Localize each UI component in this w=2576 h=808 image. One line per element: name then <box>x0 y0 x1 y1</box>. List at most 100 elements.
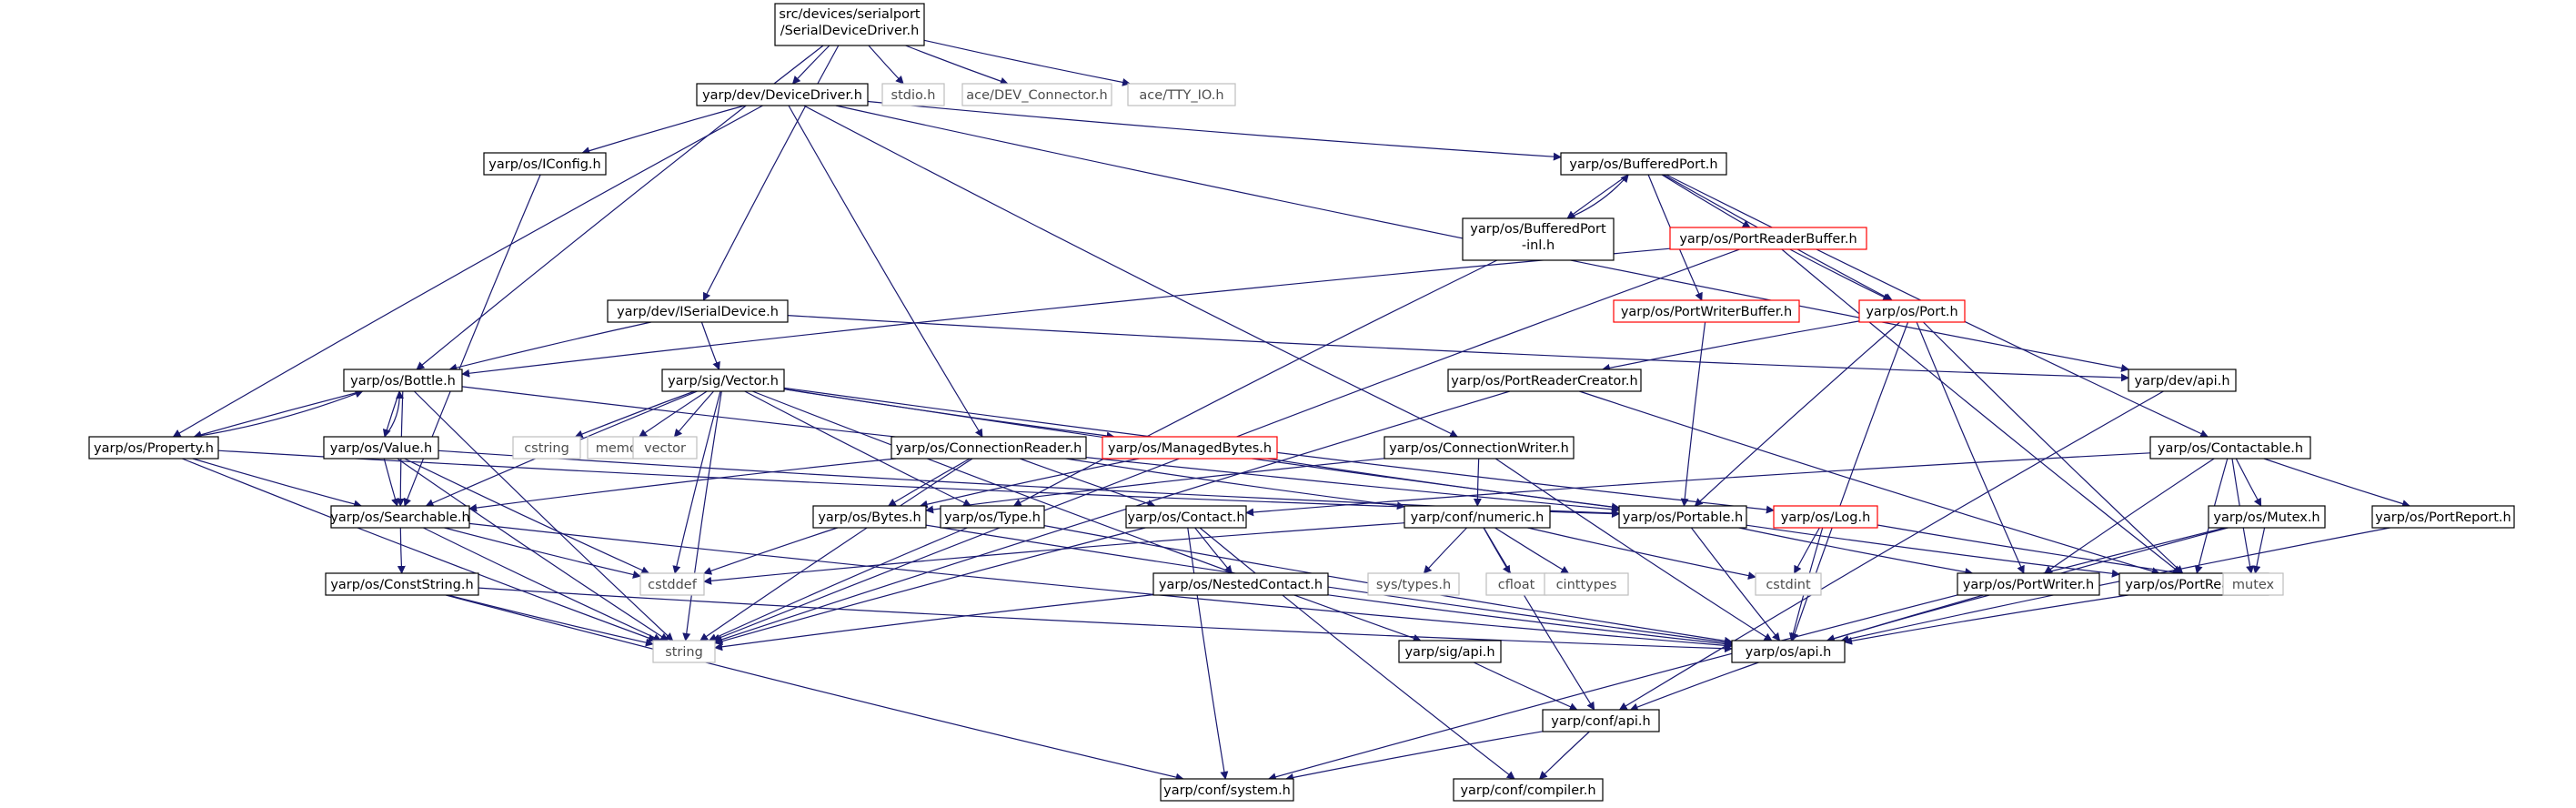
node-port[interactable]: yarp/os/Port.h <box>1858 299 1966 323</box>
edge-searchable-to-cstddef <box>444 527 641 579</box>
node-bufferedport-inl[interactable]: yarp/os/BufferedPort-inl.h <box>1462 217 1615 261</box>
node-nestedcontact[interactable]: yarp/os/NestedContact.h <box>1152 572 1329 596</box>
edge-value-to-bottle <box>384 390 404 438</box>
edge-contact-to-compiler <box>1199 527 1515 780</box>
node-devicedriver[interactable]: yarp/dev/DeviceDriver.h <box>696 83 869 106</box>
node-type[interactable]: yarp/os/Type.h <box>940 505 1045 529</box>
edge-portable-to-portreader <box>1746 524 2120 578</box>
edge-log-to-cstdint <box>1794 527 1820 574</box>
node-box <box>961 83 1112 106</box>
node-connectionwriter[interactable]: yarp/os/ConnectionWriter.h <box>1384 436 1575 460</box>
node-bufferedport[interactable]: yarp/os/BufferedPort.h <box>1560 152 1727 176</box>
node-mutex-h[interactable]: yarp/os/Mutex.h <box>2208 505 2326 529</box>
node-label: cinttypes <box>1556 578 1617 592</box>
node-label: yarp/sig/Vector.h <box>668 374 779 389</box>
node-searchable[interactable]: yarp/os/Searchable.h <box>330 505 470 529</box>
node-label: yarp/os/PortReport.h <box>2375 510 2511 525</box>
node-label: yarp/os/PortWriter.h <box>1963 578 2094 592</box>
node-box <box>661 369 785 392</box>
node-sigapi[interactable]: yarp/sig/api.h <box>1398 640 1502 663</box>
node-box <box>881 83 945 106</box>
node-compiler[interactable]: yarp/conf/compiler.h <box>1453 778 1604 802</box>
node-system[interactable]: yarp/conf/system.h <box>1160 778 1294 802</box>
node-log[interactable]: yarp/os/Log.h <box>1773 505 1878 529</box>
edge-contact-to-nestedcontact <box>1194 527 1233 574</box>
edge-connectionwriter-to-bytes <box>925 458 1385 514</box>
node-portreport[interactable]: yarp/os/PortReport.h <box>2371 505 2515 529</box>
node-vector-std: vector <box>632 436 698 460</box>
node-box <box>1544 572 1629 596</box>
node-managedbytes[interactable]: yarp/os/ManagedBytes.h <box>1102 436 1278 460</box>
node-box <box>325 572 479 596</box>
edge-connectionwriter-to-numeric <box>1473 458 1482 507</box>
node-box <box>1462 217 1615 261</box>
node-portable[interactable]: yarp/os/Portable.h <box>1618 505 1747 529</box>
edge-portreaderbuffer-to-portreader <box>1781 248 2181 574</box>
node-devapi[interactable]: yarp/dev/api.h <box>2128 369 2237 392</box>
node-label: yarp/conf/compiler.h <box>1460 783 1595 798</box>
edge-devicedriver-to-bufferedport <box>867 100 1562 161</box>
edge-iserialdevice-to-devapi <box>787 315 2129 382</box>
edge-conststring-to-osapi <box>478 587 1733 653</box>
node-string-std: string <box>652 640 716 663</box>
node-vector[interactable]: yarp/sig/Vector.h <box>661 369 785 392</box>
node-label: cstddef <box>648 578 698 592</box>
node-box <box>1398 640 1502 663</box>
node-cstddef: cstddef <box>639 572 705 596</box>
node-root[interactable]: src/devices/serialport/SerialDeviceDrive… <box>774 3 925 46</box>
node-confapi[interactable]: yarp/conf/api.h <box>1542 709 1660 732</box>
node-bottle[interactable]: yarp/os/Bottle.h <box>343 369 463 392</box>
edge-connectionreader-to-bytes <box>887 458 971 507</box>
node-box <box>940 505 1045 529</box>
node-value[interactable]: yarp/os/Value.h <box>323 436 439 460</box>
node-numeric[interactable]: yarp/conf/numeric.h <box>1404 505 1551 529</box>
edge-numeric-to-cinttypes <box>1494 527 1570 574</box>
node-iserialdevice[interactable]: yarp/dev/ISerialDevice.h <box>607 299 789 323</box>
edge-confapi-to-compiler <box>1538 731 1590 780</box>
edge-connectionreader-to-string_std <box>699 458 973 641</box>
edge-value-to-string_std <box>397 458 669 641</box>
edge-vector-to-string_std <box>682 390 722 641</box>
node-dev-connector: ace/DEV_Connector.h <box>961 83 1112 106</box>
node-bytes[interactable]: yarp/os/Bytes.h <box>812 505 927 529</box>
node-systypes: sys/types.h <box>1367 572 1460 596</box>
node-cstdint: cstdint <box>1755 572 1822 596</box>
edge-contactable-to-contact <box>1245 452 2151 517</box>
edge-property-to-string_std <box>181 458 657 642</box>
node-label: yarp/os/PortReaderBuffer.h <box>1679 232 1857 247</box>
node-cfloat: cfloat <box>1485 572 1547 596</box>
node-box <box>2149 436 2311 460</box>
edge-vector-to-log <box>783 387 1775 514</box>
node-label: yarp/os/BufferedPort <box>1470 222 1606 237</box>
node-connectionreader[interactable]: yarp/os/ConnectionReader.h <box>891 436 1087 460</box>
node-box <box>1858 299 1966 323</box>
node-portwriter[interactable]: yarp/os/PortWriter.h <box>1957 572 2100 596</box>
node-iconfig[interactable]: yarp/os/IConfig.h <box>483 152 607 176</box>
edge-connectionwriter-to-osapi <box>1494 458 1773 641</box>
edge-devapi-to-confapi <box>1618 390 2164 711</box>
node-label: yarp/os/ManagedBytes.h <box>1108 441 1272 456</box>
node-contact[interactable]: yarp/os/Contact.h <box>1125 505 1247 529</box>
node-label: yarp/os/api.h <box>1746 645 1832 660</box>
node-portreaderbuffer[interactable]: yarp/os/PortReaderBuffer.h <box>1669 227 1867 250</box>
node-conststring[interactable]: yarp/os/ConstString.h <box>325 572 479 596</box>
node-label: yarp/os/NestedContact.h <box>1159 578 1323 592</box>
edge-portable-to-portwriter <box>1738 527 1974 576</box>
edge-portreader-to-osapi <box>1844 594 2128 645</box>
edge-iconfig-to-searchable <box>403 174 541 507</box>
edge-confapi-to-system <box>1285 731 1544 782</box>
edge-port-to-portable <box>1694 321 1900 507</box>
node-osapi[interactable]: yarp/os/api.h <box>1731 640 1846 663</box>
edge-searchable-to-conststring <box>397 527 406 574</box>
node-box <box>1957 572 2100 596</box>
node-property[interactable]: yarp/os/Property.h <box>88 436 219 460</box>
node-label: ace/TTY_IO.h <box>1139 88 1223 103</box>
node-box <box>1127 83 1236 106</box>
edge-nestedcontact-to-osapi <box>1327 594 1733 649</box>
edge-bufferedport-to-portreaderbuffer <box>1661 174 1751 228</box>
edge-bufferedport_inl-to-bufferedport <box>1566 174 1629 219</box>
node-portwriterbuffer[interactable]: yarp/os/PortWriterBuffer.h <box>1613 299 1800 323</box>
node-portreadercreator[interactable]: yarp/os/PortReaderCreator.h <box>1447 369 1642 392</box>
node-contactable[interactable]: yarp/os/Contactable.h <box>2149 436 2311 460</box>
